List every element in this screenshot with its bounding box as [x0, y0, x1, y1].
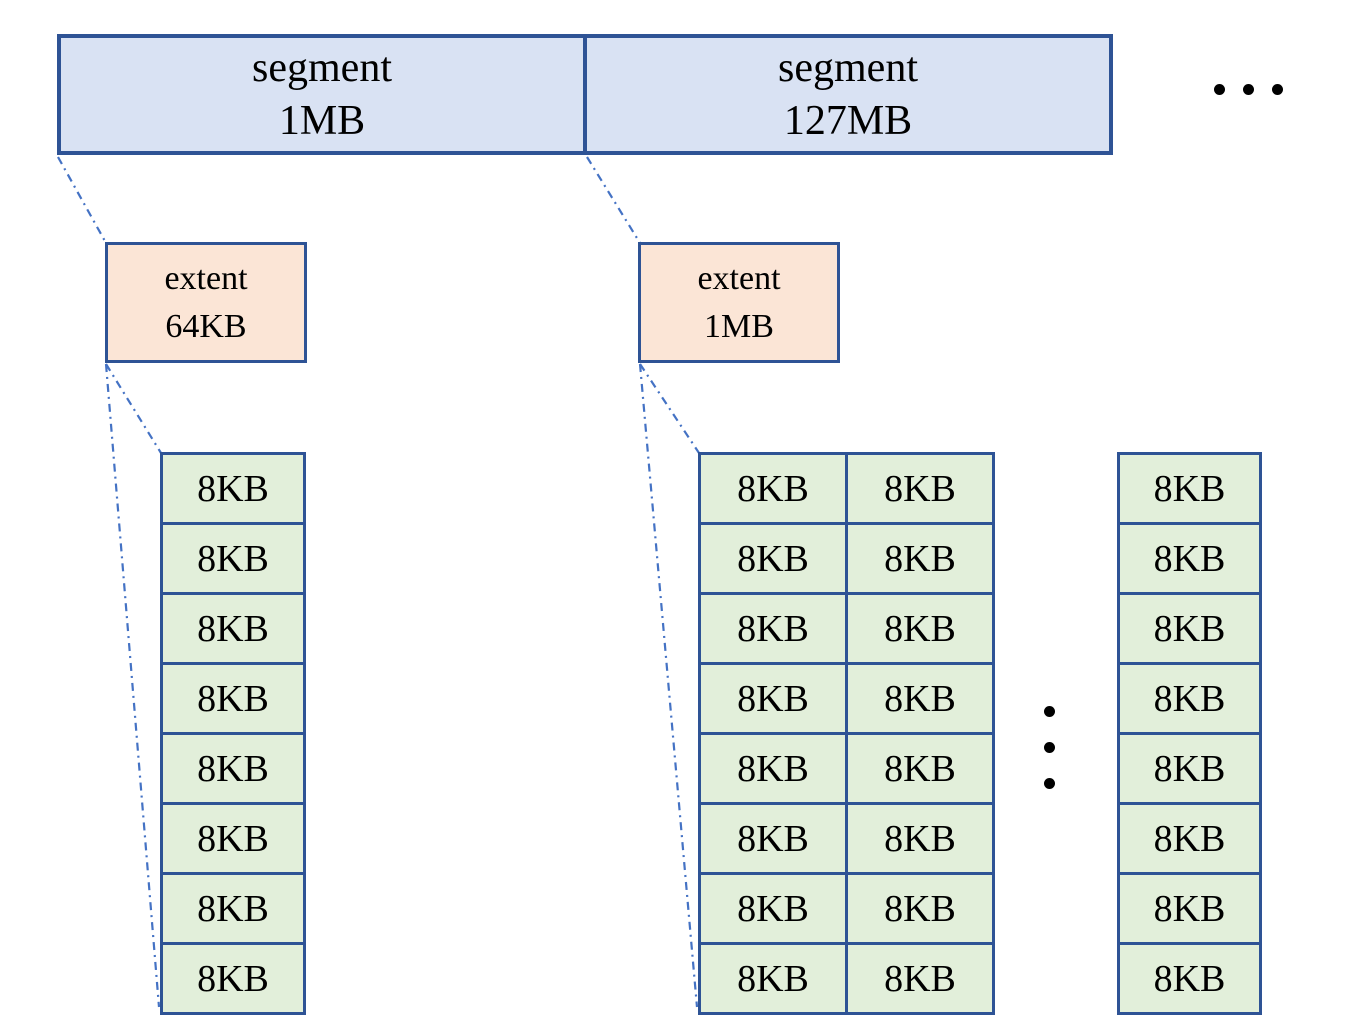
page-block-8kb: 8KB: [1120, 595, 1259, 662]
segment-bar: segment 1MB segment 127MB: [57, 34, 1113, 155]
page-block-8kb: 8KB: [848, 455, 992, 522]
page-block-8kb: 8KB: [848, 805, 992, 872]
extent-size: 1MB: [704, 307, 774, 345]
page-block-8kb: 8KB: [163, 595, 303, 662]
more-pages-ellipsis: [1044, 706, 1055, 789]
page-block-8kb: 8KB: [701, 875, 845, 942]
connector-segment1-to-extent1: [57, 156, 107, 244]
page-block-8kb: 8KB: [163, 665, 303, 732]
page-block-8kb: 8KB: [848, 945, 992, 1012]
connector-extent2-to-grid-bottom: [638, 363, 699, 1008]
extent-label: extent: [164, 259, 248, 297]
page-block-8kb: 8KB: [163, 875, 303, 942]
segment-label: segment: [252, 45, 392, 91]
more-pages-ellipsis-dot: [1044, 778, 1055, 789]
page-block-8kb: 8KB: [1120, 735, 1259, 802]
segment-size: 1MB: [278, 97, 366, 144]
page-block-8kb: 8KB: [848, 525, 992, 592]
segment-box-127mb: segment 127MB: [587, 38, 1109, 151]
connector-extent1-to-grid-bottom: [104, 363, 161, 1008]
more-segments-ellipsis-dot: [1214, 84, 1225, 95]
page-block-8kb: 8KB: [848, 595, 992, 662]
page-block-8kb: 8KB: [163, 945, 303, 1012]
segment-size: 127MB: [783, 97, 913, 144]
page-block-8kb: 8KB: [701, 735, 845, 802]
more-segments-ellipsis-dot: [1272, 84, 1283, 95]
page-block-8kb: 8KB: [1120, 455, 1259, 522]
extent-label: extent: [697, 259, 781, 297]
page-block-8kb: 8KB: [701, 945, 845, 1012]
more-segments-ellipsis: [1214, 84, 1283, 95]
page-block-8kb: 8KB: [163, 455, 303, 522]
page-block-8kb: 8KB: [701, 805, 845, 872]
page-block-8kb: 8KB: [848, 875, 992, 942]
more-pages-ellipsis-dot: [1044, 742, 1055, 753]
page-block-8kb: 8KB: [1120, 875, 1259, 942]
page-block-8kb: 8KB: [701, 665, 845, 732]
page-block-8kb: 8KB: [163, 805, 303, 872]
connector-extent2-to-grid-top: [639, 363, 700, 454]
more-pages-ellipsis-dot: [1044, 706, 1055, 717]
connector-segment2-to-extent2: [586, 156, 641, 244]
page-block-8kb: 8KB: [848, 735, 992, 802]
connector-extent1-to-grid-top: [105, 363, 162, 454]
page-block-8kb: 8KB: [701, 525, 845, 592]
page-block-8kb: 8KB: [701, 595, 845, 662]
extent-box-1mb: extent 1MB: [638, 242, 840, 363]
segment-label: segment: [778, 45, 918, 91]
page-block-8kb: 8KB: [1120, 665, 1259, 732]
segment-box-1mb: segment 1MB: [61, 38, 583, 151]
page-block-8kb: 8KB: [163, 735, 303, 802]
extent-box-64kb: extent 64KB: [105, 242, 307, 363]
page-block-8kb: 8KB: [1120, 805, 1259, 872]
page-block-8kb: 8KB: [701, 455, 845, 522]
page-block-8kb: 8KB: [848, 665, 992, 732]
page-block-8kb: 8KB: [163, 525, 303, 592]
page-block-8kb: 8KB: [1120, 945, 1259, 1012]
more-segments-ellipsis-dot: [1243, 84, 1254, 95]
extent-size: 64KB: [165, 307, 247, 345]
page-block-8kb: 8KB: [1120, 525, 1259, 592]
